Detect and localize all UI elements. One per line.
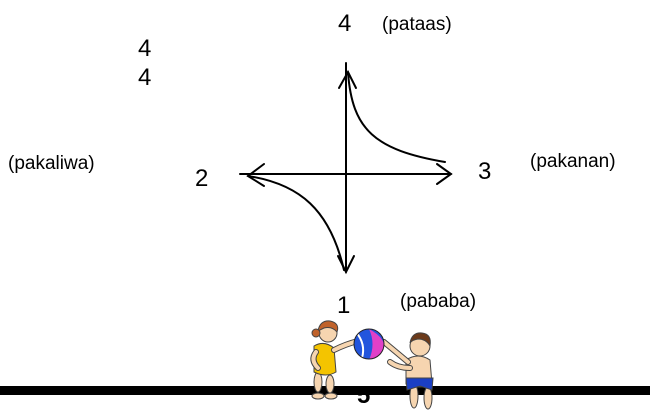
curve-upper-right: [347, 71, 446, 163]
ball-icon: [353, 328, 385, 360]
down-label: (pababa): [400, 291, 477, 312]
right-label: (pakanan): [530, 151, 616, 172]
down-number: 1: [337, 292, 351, 319]
right-number: 3: [478, 158, 492, 185]
curves: [247, 71, 446, 271]
corner-number-top: 4: [138, 35, 152, 62]
curve-lower-left: [247, 175, 345, 271]
boy-figure-icon: [381, 332, 434, 410]
up-number: 4: [338, 10, 352, 37]
ground-line: [0, 386, 650, 395]
arrowhead-right: [436, 163, 453, 185]
axes: [239, 62, 453, 275]
arrowhead-down: [337, 255, 355, 275]
left-label: (pakaliwa): [8, 153, 95, 174]
ground-number: 5: [357, 382, 371, 409]
left-number: 2: [195, 165, 209, 192]
up-label: (pataas): [382, 14, 452, 35]
corner-number-bottom: 4: [138, 64, 152, 91]
